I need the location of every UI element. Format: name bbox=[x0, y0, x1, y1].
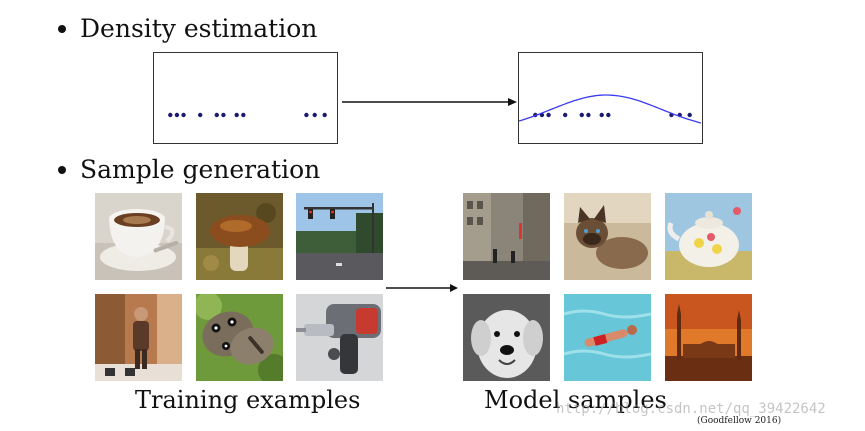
estimated-density-box bbox=[518, 52, 703, 144]
power-drill-image bbox=[296, 294, 383, 381]
sample-generation-bullet: Sample generation bbox=[58, 155, 320, 184]
data-point bbox=[234, 112, 239, 118]
data-point bbox=[304, 112, 309, 118]
training-examples-caption: Training examples bbox=[135, 386, 361, 414]
density-curve bbox=[519, 94, 701, 124]
citation: (Goodfellow 2016) bbox=[697, 416, 782, 426]
data-point bbox=[322, 112, 327, 118]
swimmer-image bbox=[564, 294, 651, 381]
watermark: http://blog.csdn.net/qq_39422642 bbox=[556, 401, 826, 417]
data-point bbox=[168, 112, 173, 118]
data-point bbox=[174, 112, 180, 118]
bullet-label: Sample generation bbox=[80, 155, 321, 184]
data-point bbox=[562, 112, 568, 118]
data-point bbox=[606, 112, 611, 118]
data-point bbox=[197, 112, 203, 118]
estimated-density-plot bbox=[519, 94, 701, 124]
bullet-dot bbox=[58, 24, 66, 33]
data-point bbox=[241, 112, 246, 118]
data-point bbox=[586, 112, 591, 118]
mushroom-image bbox=[196, 193, 283, 280]
data-point bbox=[687, 112, 692, 118]
data-point bbox=[312, 112, 317, 118]
butterfly-image bbox=[196, 294, 283, 381]
data-point bbox=[221, 112, 226, 118]
street-traffic-light-image bbox=[296, 193, 383, 280]
data-point bbox=[181, 112, 186, 118]
city-street-image bbox=[463, 193, 550, 280]
bullet-dot bbox=[58, 165, 66, 174]
data-point bbox=[579, 112, 584, 118]
cat-image bbox=[564, 193, 651, 280]
density-estimation-bullet: Density estimation bbox=[58, 14, 317, 43]
model-samples-caption: Model samples bbox=[484, 386, 667, 414]
coffee-cup-image bbox=[95, 193, 182, 280]
mosque-image bbox=[665, 294, 752, 381]
data-points-plot bbox=[168, 112, 327, 118]
data-point bbox=[214, 112, 219, 118]
dog-image bbox=[463, 294, 550, 381]
data-point bbox=[599, 112, 604, 118]
density-arrow bbox=[342, 98, 517, 106]
kitchen-person-image bbox=[95, 294, 182, 381]
teapot-image bbox=[665, 193, 752, 280]
data-points-box bbox=[153, 52, 338, 144]
generation-arrow bbox=[386, 284, 458, 292]
data-point bbox=[546, 112, 551, 118]
bullet-label: Density estimation bbox=[80, 14, 318, 43]
